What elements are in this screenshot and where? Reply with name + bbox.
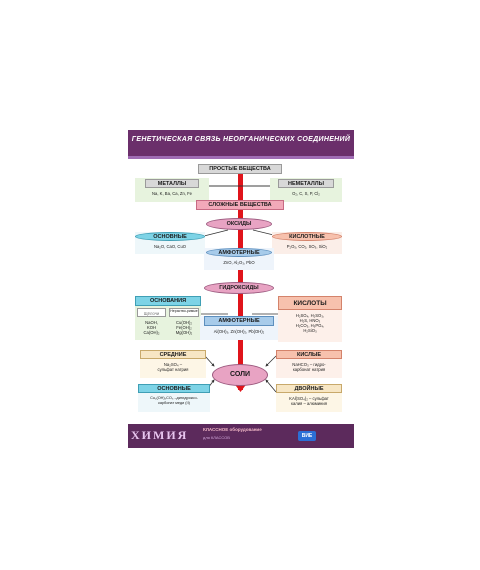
acidic-oxides-box: КИСЛОТНЫЕ P₂O₅, CO₂, SO₃, SiO₂ [272, 232, 342, 254]
double-salts-label: ДВОЙНЫЕ [294, 386, 324, 392]
publisher-logo: ВИЕ [298, 431, 316, 441]
salts-label: СОЛИ [229, 371, 251, 378]
basic-oxides-examples: Na₂O, CaO, CuO [153, 244, 187, 249]
metals-examples: Na, K, Ba, Ca, Zn, Fe [151, 191, 193, 196]
poster-title: Генетическая связь неорганических соедин… [131, 136, 351, 143]
hydroxides-ellipse: ГИДРОКСИДЫ [204, 282, 274, 294]
amph-oxides-examples: ZnO, Al₂O₃, PbO [223, 260, 255, 265]
complex-substances-label: СЛОЖНЫЕ ВЕЩЕСТВА [208, 202, 272, 208]
acids-label: КИСЛОТЫ [293, 300, 327, 307]
amph-oxides-label: АМФОТЕРНЫЕ [218, 250, 260, 256]
poster-header: Генетическая связь неорганических соедин… [128, 130, 354, 159]
amph-oxides-box: АМФОТЕРНЫЕ ZnO, Al₂O₃, PbO [204, 248, 274, 270]
bases-insoluble-list: Cu(OH)₂ Fe(OH)₂ Mg(OH)₂ [175, 320, 193, 335]
acidic-oxides-examples: P₂O₅, CO₂, SO₃, SiO₂ [286, 244, 328, 249]
footer-subtitle-1: КЛАССНОЕ оборудование [203, 427, 262, 432]
amph-hydroxides-examples: Al(OH)₃, Zn(OH)₂, Pb(OH)₂ [213, 329, 265, 334]
footer-subtitle-2: для КЛАССОВ [203, 435, 230, 440]
oxides-ellipse: ОКСИДЫ [206, 218, 272, 230]
hydroxides-label: ГИДРОКСИДЫ [219, 285, 259, 291]
double-salts-box: ДВОЙНЫЕ KAl(SO₄)₂ – сульфат калия – алюм… [276, 384, 342, 412]
acids-box: КИСЛОТЫ H₂SO₄, H₂SO₃, H₂S, HNO₃ H₂CO₃, H… [278, 296, 342, 342]
bases-soluble-label: Щёлочи [143, 311, 160, 316]
nonmetals-box: НЕМЕТАЛЛЫ O₂, C, S, P, Cl₂ [270, 178, 342, 202]
simple-substances-box: ПРОСТЫЕ ВЕЩЕСТВА [198, 164, 282, 174]
basic-salts-box: ОСНОВНЫЕ Cu₂(OH)₂CO₃ –дигидроксо- карбон… [138, 384, 210, 412]
nonmetals-examples: O₂, C, S, P, Cl₂ [292, 191, 320, 196]
amph-hydroxides-label: АМФОТЕРНЫЕ [218, 318, 260, 324]
acids-examples: H₂SO₄, H₂SO₃, H₂S, HNO₃ H₂CO₃, H₃PO₄, H₂… [295, 313, 325, 333]
footer-brand: ХИМИЯ [131, 428, 189, 442]
basic-salts-examples: Cu₂(OH)₂CO₃ –дигидроксо- карбонат меди (… [150, 396, 198, 405]
acidic-salts-label: КИСЛЫЕ [296, 352, 322, 358]
middle-salts-examples: Na₂SO₄ – сульфат натрия [157, 362, 189, 372]
amph-hydroxides-box: АМФОТЕРНЫЕ Al(OH)₃, Zn(OH)₂, Pb(OH)₂ [200, 316, 278, 340]
bases-box: ОСНОВАНИЯ Щёлочи Нераство-римые NaOH, KO… [135, 296, 201, 340]
metals-box: МЕТАЛЛЫ Na, K, Ba, Ca, Zn, Fe [135, 178, 209, 202]
bases-label: ОСНОВАНИЯ [149, 298, 187, 304]
simple-substances-label: ПРОСТЫЕ ВЕЩЕСТВА [209, 166, 271, 172]
metals-label: МЕТАЛЛЫ [157, 181, 187, 187]
double-salts-examples: KAl(SO₄)₂ – сульфат калия – алюминия [289, 396, 329, 406]
acidic-salts-box: КИСЛЫЕ NaHCO₃ – гидро- карбонат натрия [276, 350, 342, 378]
poster-footer: ХИМИЯ КЛАССНОЕ оборудование для КЛАССОВ … [128, 424, 354, 448]
middle-salts-label: СРЕДНИЕ [159, 352, 187, 358]
oxides-label: ОКСИДЫ [226, 221, 252, 227]
bases-insoluble-label: Нераство-римые [170, 309, 198, 313]
complex-substances-box: СЛОЖНЫЕ ВЕЩЕСТВА [196, 200, 284, 210]
salts-ellipse: СОЛИ [212, 364, 268, 386]
basic-salts-label: ОСНОВНЫЕ [157, 386, 191, 392]
acidic-oxides-label: КИСЛОТНЫЕ [289, 234, 325, 240]
acidic-salts-examples: NaHCO₃ – гидро- карбонат натрия [292, 362, 326, 372]
basic-oxides-label: ОСНОВНЫЕ [153, 234, 187, 240]
middle-salts-box: СРЕДНИЕ Na₂SO₄ – сульфат натрия [140, 350, 206, 378]
basic-oxides-box: ОСНОВНЫЕ Na₂O, CaO, CuO [135, 232, 205, 254]
bases-soluble-list: NaOH, KOH Ca(OH)₂ [143, 320, 160, 335]
nonmetals-label: НЕМЕТАЛЛЫ [287, 181, 325, 187]
